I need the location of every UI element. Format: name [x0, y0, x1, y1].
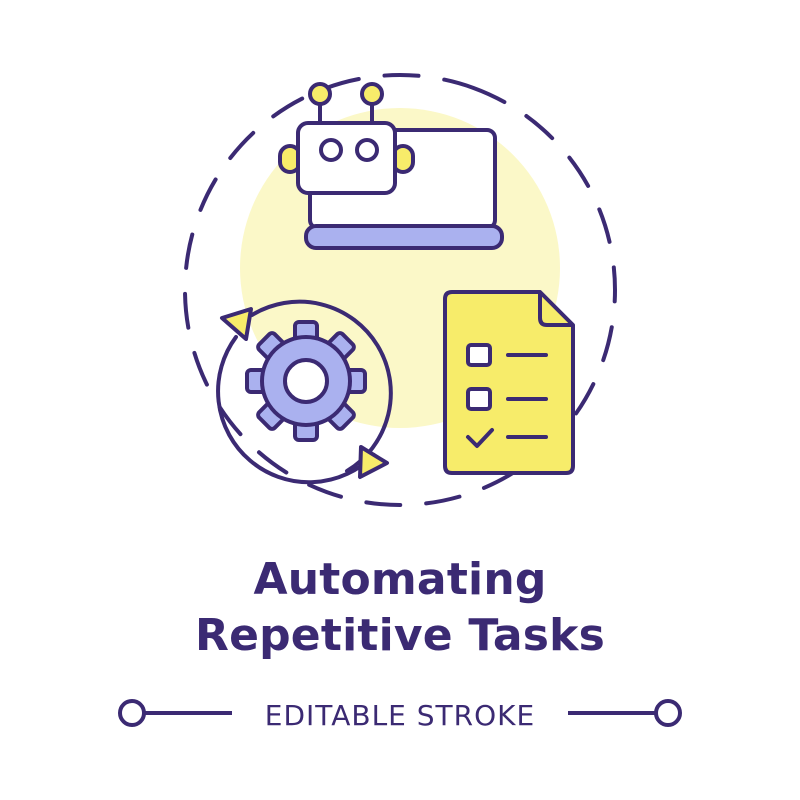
robot-icon — [278, 82, 415, 195]
footer-decoration — [118, 699, 682, 727]
gear-icon — [245, 320, 367, 442]
laptop-icon — [304, 128, 504, 250]
footer-banner: EDITABLE STROKE — [0, 690, 800, 740]
refresh-arrows-icon — [216, 299, 393, 485]
title-line-2: Repetitive Tasks — [194, 610, 605, 661]
editable-stroke-label: EDITABLE STROKE — [264, 699, 536, 732]
right-endpoint-circle — [654, 699, 682, 727]
checklist-document-icon — [443, 290, 575, 475]
illustration — [183, 73, 617, 508]
concept-title: Automating Repetitive Tasks — [0, 552, 800, 664]
title-line-1: Automating — [253, 554, 547, 605]
dashed-circle-frame — [183, 73, 617, 508]
